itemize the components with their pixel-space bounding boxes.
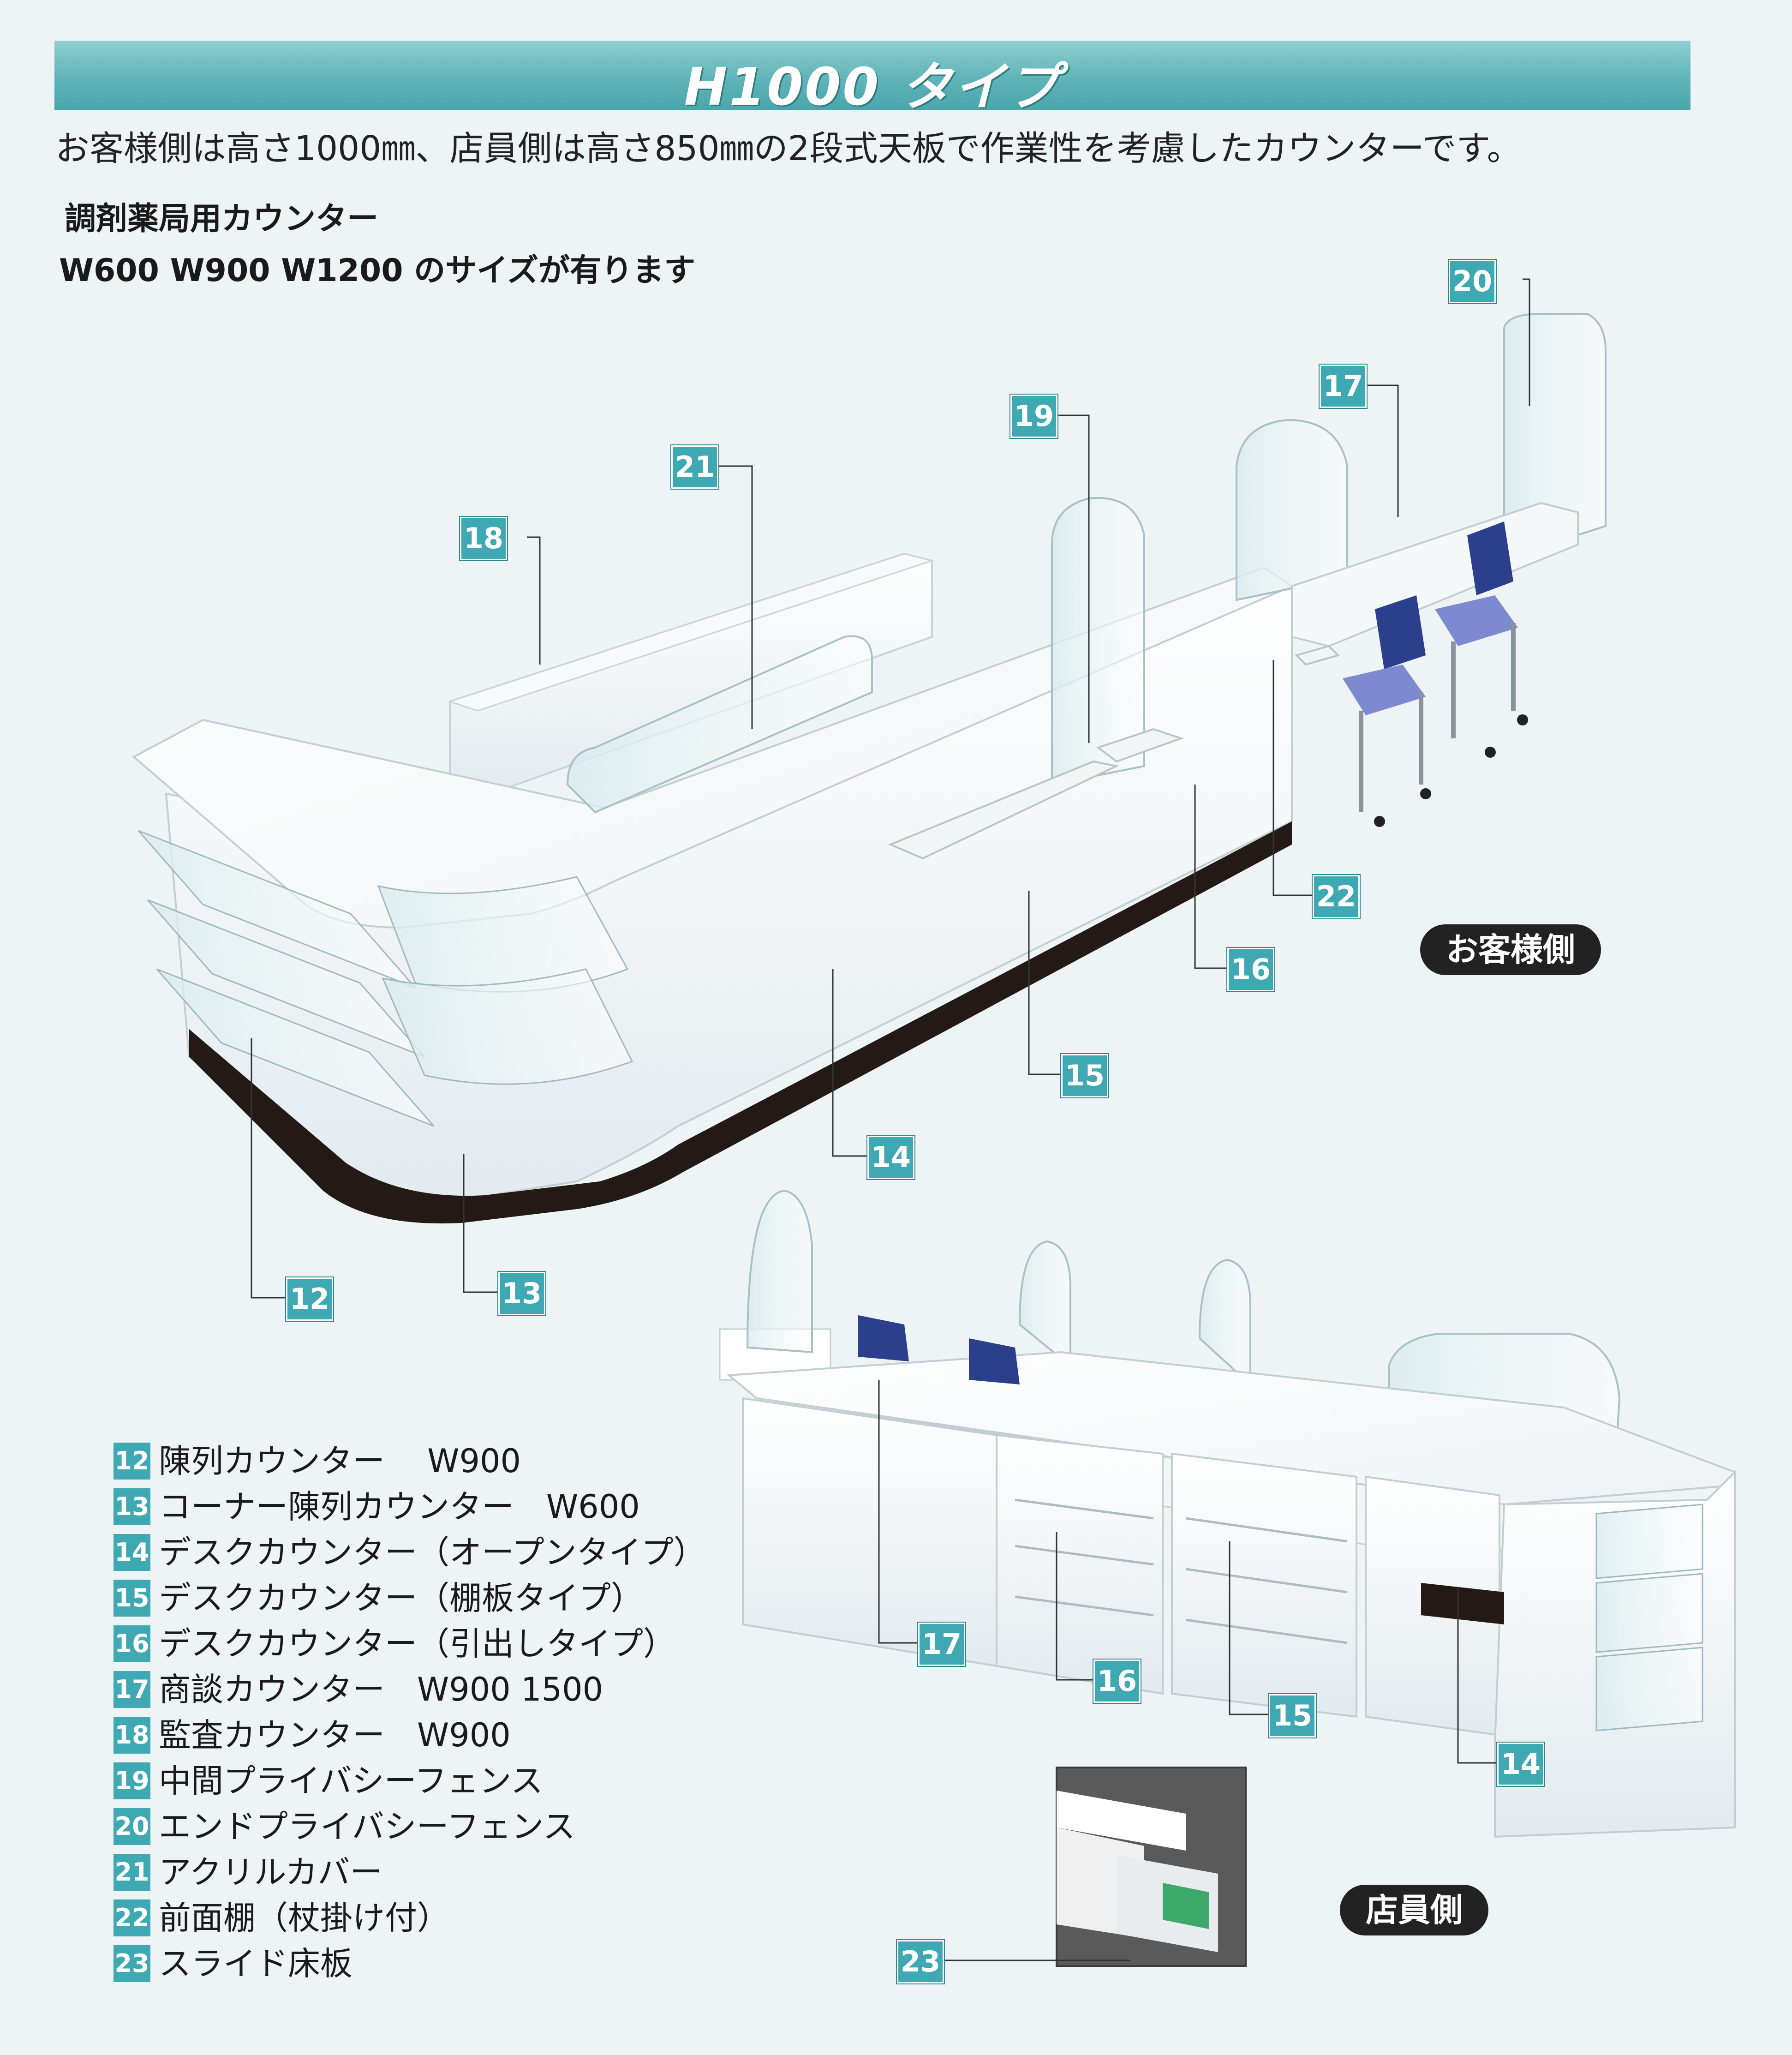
legend-label: 陳列カウンター W900 [159,1442,521,1480]
callout-18: 18 [460,517,507,560]
legend-label: スライド床板 [159,1945,352,1983]
subtitle: 調剤薬局用カウンター [65,201,379,237]
callout-16: 16 [1227,948,1274,991]
customer-side-illustration [132,278,1607,1299]
callout-15: 15 [1061,1054,1108,1097]
legend-number: 16 [113,1625,150,1662]
legend-label: 商談カウンター W900 1500 [159,1671,603,1708]
legend-number: 13 [113,1488,150,1525]
customer-side-badge: お客様側 [1420,924,1601,975]
callout-23: 23 [897,1940,944,1983]
chair-1 [1343,595,1431,827]
callout-12: 12 [286,1277,333,1321]
callout-17-staff: 17 [918,1623,965,1666]
callout-20: 20 [1449,260,1496,303]
legend-label: アクリルカバー [159,1853,382,1891]
callout-14: 14 [867,1136,914,1179]
legend-label: 監査カウンター W900 [159,1716,511,1754]
legend-number: 20 [113,1808,150,1845]
legend-label: コーナー陳列カウンター W600 [159,1488,640,1526]
legend-number: 15 [113,1580,150,1617]
callout-17: 17 [1320,365,1367,408]
legend-label: 前面棚（杖掛け付） [159,1899,449,1937]
legend-number: 19 [113,1762,150,1799]
staff-side-illustration [719,1189,1737,1967]
legend-number: 23 [113,1945,150,1982]
staff-side-badge: 店員側 [1340,1885,1488,1935]
legend-number: 18 [113,1717,150,1754]
legend-label: 中間プライバシーフェンス [159,1762,543,1800]
size-note: W600 W900 W1200 のサイズが有ります [59,252,696,289]
chair-2 [1435,521,1528,758]
callout-16-staff: 16 [1093,1660,1141,1703]
legend-number: 22 [113,1899,150,1936]
callout-15-staff: 15 [1269,1694,1316,1737]
title-banner: H1000 タイプ [54,41,1690,117]
legend-label: デスクカウンター（引出しタイプ） [159,1625,675,1663]
callout-21: 21 [671,445,718,489]
legend-label: エンドプライバシーフェンス [159,1808,575,1845]
page-title: H1000 タイプ [684,57,1061,117]
legend-label: デスクカウンター（オープンタイプ） [159,1534,706,1571]
legend-label: デスクカウンター（棚板タイプ） [159,1579,643,1617]
callout-22: 22 [1313,875,1360,918]
callout-19: 19 [1010,395,1057,438]
legend-number: 12 [113,1443,150,1480]
legend-number: 21 [113,1854,150,1891]
legend-number: 17 [113,1671,150,1708]
callout-13: 13 [498,1272,545,1315]
callout-14-staff: 14 [1497,1743,1544,1786]
intro-text: お客様側は高さ1000㎜、店員側は高さ850㎜の2段式天板で作業性を考慮したカウ… [55,129,1521,168]
legend-number: 14 [113,1534,150,1571]
